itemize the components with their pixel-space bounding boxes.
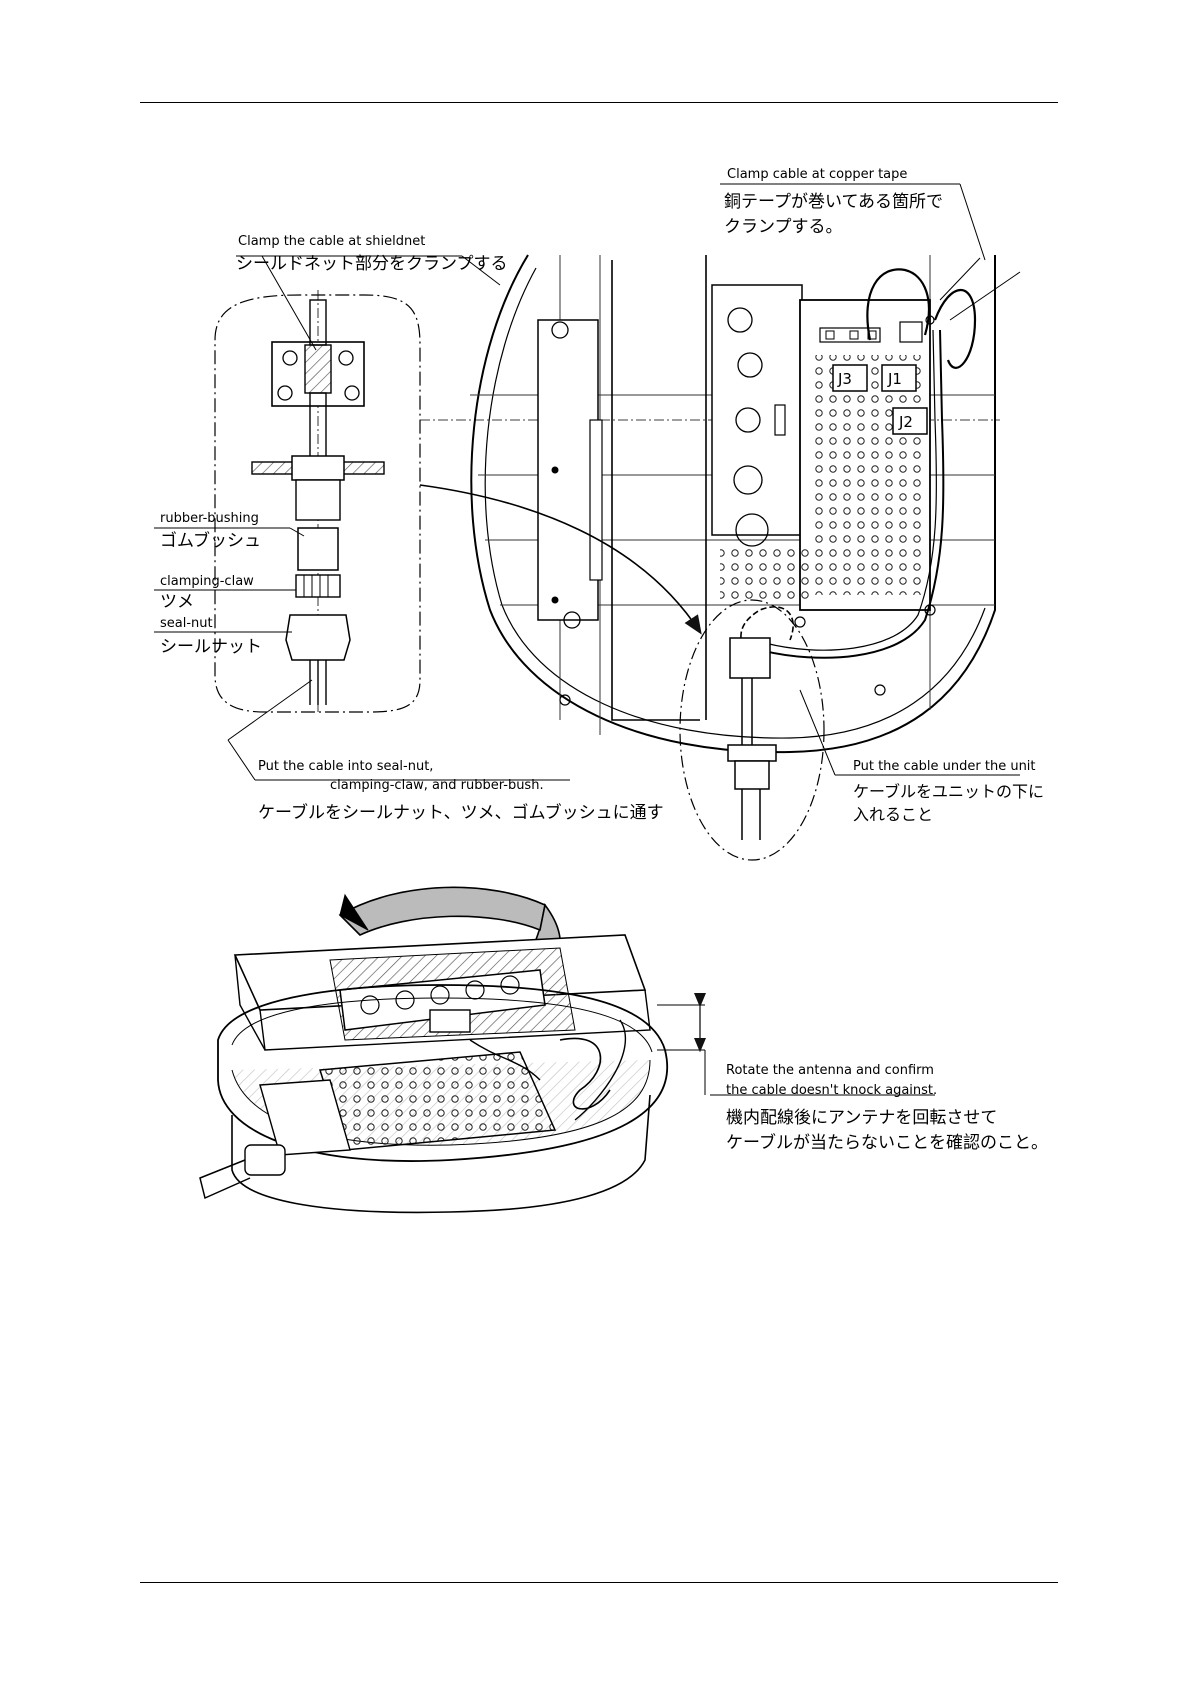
label-under-ja-2: 入れること — [853, 805, 933, 824]
label-bushing-ja: ゴムブッシュ — [160, 530, 261, 551]
label-seal-ja: シールナット — [160, 637, 262, 657]
label-under-ja-1: ケーブルをユニットの下に — [853, 782, 1044, 801]
footer-rule — [140, 1582, 1058, 1583]
label-claw-ja: ツメ — [160, 592, 194, 612]
detail-arrow — [419, 484, 702, 635]
label-shield-ja: シールドネット部分をクランプする — [236, 254, 508, 274]
connector-j1: J1 — [887, 370, 902, 388]
label-rotate-ja-1: 機内配線後にアンテナを回転させて — [726, 1108, 997, 1128]
label-rotate-ja-2: ケーブルが当たらないことを確認のこと。 — [726, 1132, 1048, 1153]
label-rotate-en-1: Rotate the antenna and confirm — [726, 1063, 934, 1078]
top-right-leaders — [720, 183, 1021, 776]
label-under-en: Put the cable under the unit — [853, 759, 1036, 774]
radome-top-view — [420, 254, 1000, 861]
label-shield-en: Clamp the cable at shieldnet — [238, 234, 425, 249]
connector-j2: J2 — [898, 413, 913, 431]
label-copper-ja-1: 銅テープが巻いてある箇所で — [724, 192, 943, 212]
connector-j3: J3 — [837, 370, 852, 388]
label-put-en-1: Put the cable into seal-nut, — [258, 759, 433, 774]
label-seal-en: seal-nut — [160, 616, 213, 631]
cable-gland-detail — [154, 255, 570, 781]
label-bushing-en: rubber-bushing — [160, 511, 259, 526]
label-claw-en: clamping-claw — [160, 574, 254, 589]
label-put-en-2: clamping-claw, and rubber-bush. — [330, 778, 544, 793]
label-rotate-en-2: the cable doesn't knock against. — [726, 1083, 937, 1098]
label-copper-en: Clamp cable at copper tape — [727, 167, 907, 182]
antenna-rotation-view — [199, 886, 935, 1214]
header-rule — [140, 102, 1058, 103]
labels: Clamp cable at copper tape 銅テープが巻いてある箇所で… — [160, 167, 1048, 1153]
label-put-ja: ケーブルをシールナット、ツメ、ゴムブッシュに通す — [258, 802, 664, 823]
label-copper-ja-2: クランプする。 — [724, 217, 843, 237]
